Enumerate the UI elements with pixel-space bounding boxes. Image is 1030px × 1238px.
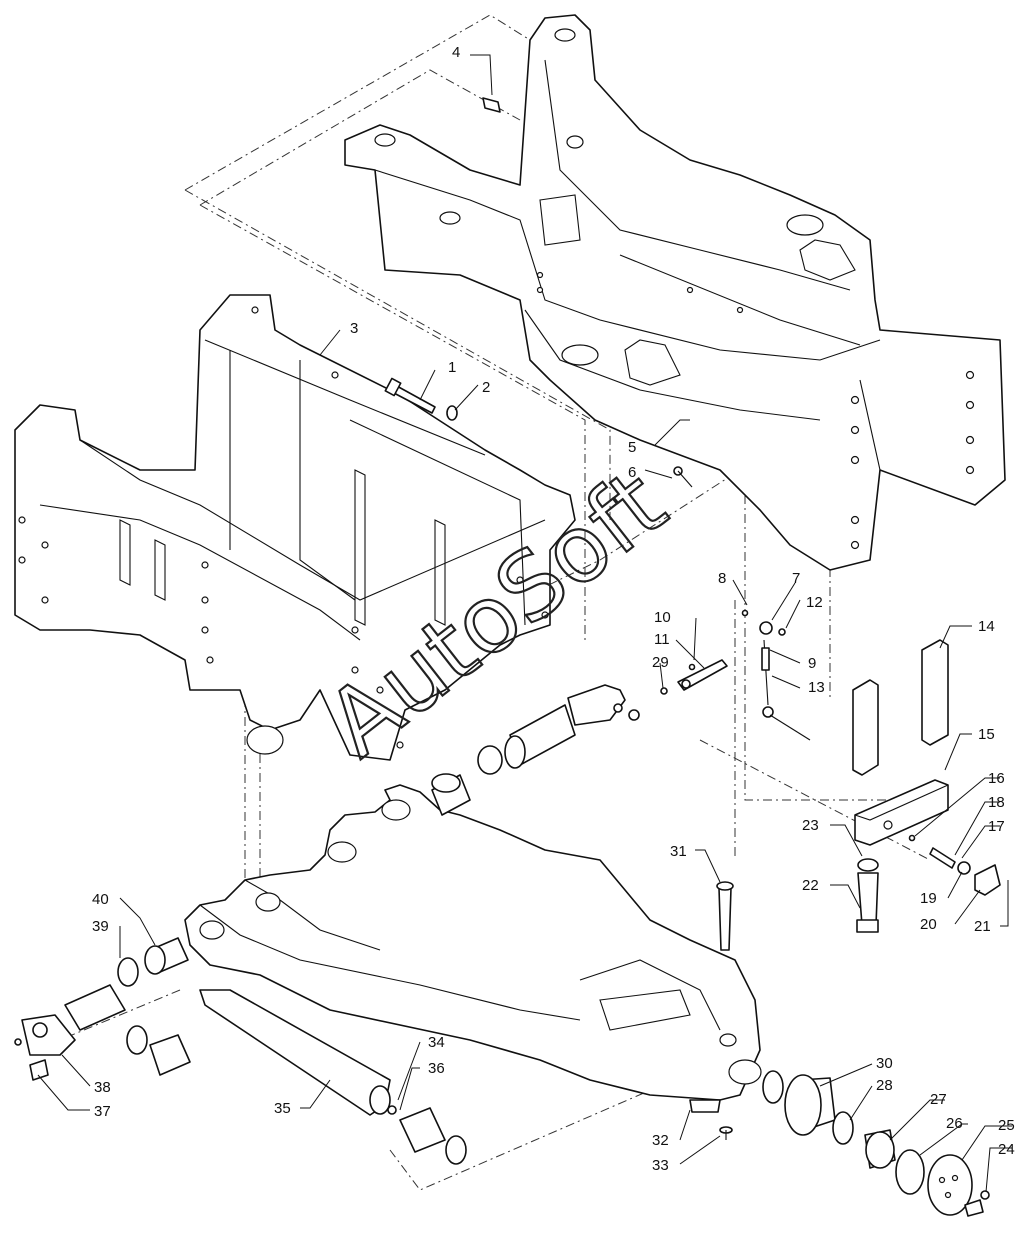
upper-support-casting xyxy=(344,14,1006,571)
callout-25: 25 xyxy=(998,1117,1015,1134)
front-frame xyxy=(14,294,576,761)
left-axle-components xyxy=(14,937,467,1165)
callout-7: 7 xyxy=(792,570,800,587)
bolt-holes-right xyxy=(536,271,975,550)
callout-27: 27 xyxy=(930,1091,947,1108)
callout-32: 32 xyxy=(652,1132,669,1149)
bolt-holes-frame xyxy=(18,306,549,749)
callout-16: 16 xyxy=(988,770,1005,787)
right-axle-components xyxy=(762,1070,990,1217)
callout-40: 40 xyxy=(92,891,109,908)
callout-34: 34 xyxy=(428,1034,445,1051)
side-plates xyxy=(852,639,949,846)
part-32-33 xyxy=(689,1099,733,1140)
upper-bushings xyxy=(431,684,640,816)
callout-4: 4 xyxy=(452,44,460,61)
callout-36: 36 xyxy=(428,1060,445,1077)
callout-9: 9 xyxy=(808,655,816,672)
callout-24: 24 xyxy=(998,1141,1015,1158)
callout-37: 37 xyxy=(94,1103,111,1120)
callout-10: 10 xyxy=(654,609,671,626)
callout-numbers: 1 2 3 4 5 6 7 8 9 10 11 12 13 14 15 16 1… xyxy=(92,44,1015,1174)
small-hardware xyxy=(856,834,1001,933)
callout-20: 20 xyxy=(920,916,937,933)
callout-5: 5 xyxy=(628,439,636,456)
callout-6: 6 xyxy=(628,464,636,481)
pin-31 xyxy=(716,881,734,951)
callout-18: 18 xyxy=(988,794,1005,811)
linkage-rod-assembly xyxy=(660,466,811,741)
bolt-1 xyxy=(384,377,436,414)
callout-30: 30 xyxy=(876,1055,893,1072)
callout-39: 39 xyxy=(92,918,109,935)
callout-8: 8 xyxy=(718,570,726,587)
callout-33: 33 xyxy=(652,1157,669,1174)
callout-13: 13 xyxy=(808,679,825,696)
callout-19: 19 xyxy=(920,890,937,907)
callout-28: 28 xyxy=(876,1077,893,1094)
callout-1: 1 xyxy=(448,359,456,376)
washer-2 xyxy=(446,405,458,421)
callout-22: 22 xyxy=(802,877,819,894)
callout-38: 38 xyxy=(94,1079,111,1096)
callout-15: 15 xyxy=(978,726,995,743)
callout-35: 35 xyxy=(274,1100,291,1117)
callout-14: 14 xyxy=(978,618,995,635)
axle-support-arm xyxy=(184,784,762,1101)
callout-17: 17 xyxy=(988,818,1005,835)
leader-lines xyxy=(37,54,1012,1193)
callout-2: 2 xyxy=(482,379,490,396)
callout-29: 29 xyxy=(652,654,669,671)
callout-3: 3 xyxy=(350,320,358,337)
callout-12: 12 xyxy=(806,594,823,611)
callout-26: 26 xyxy=(946,1115,963,1132)
callout-23: 23 xyxy=(802,817,819,834)
callout-21: 21 xyxy=(974,918,991,935)
pin-4 xyxy=(482,97,501,113)
callout-31: 31 xyxy=(670,843,687,860)
callout-11: 11 xyxy=(654,631,670,648)
